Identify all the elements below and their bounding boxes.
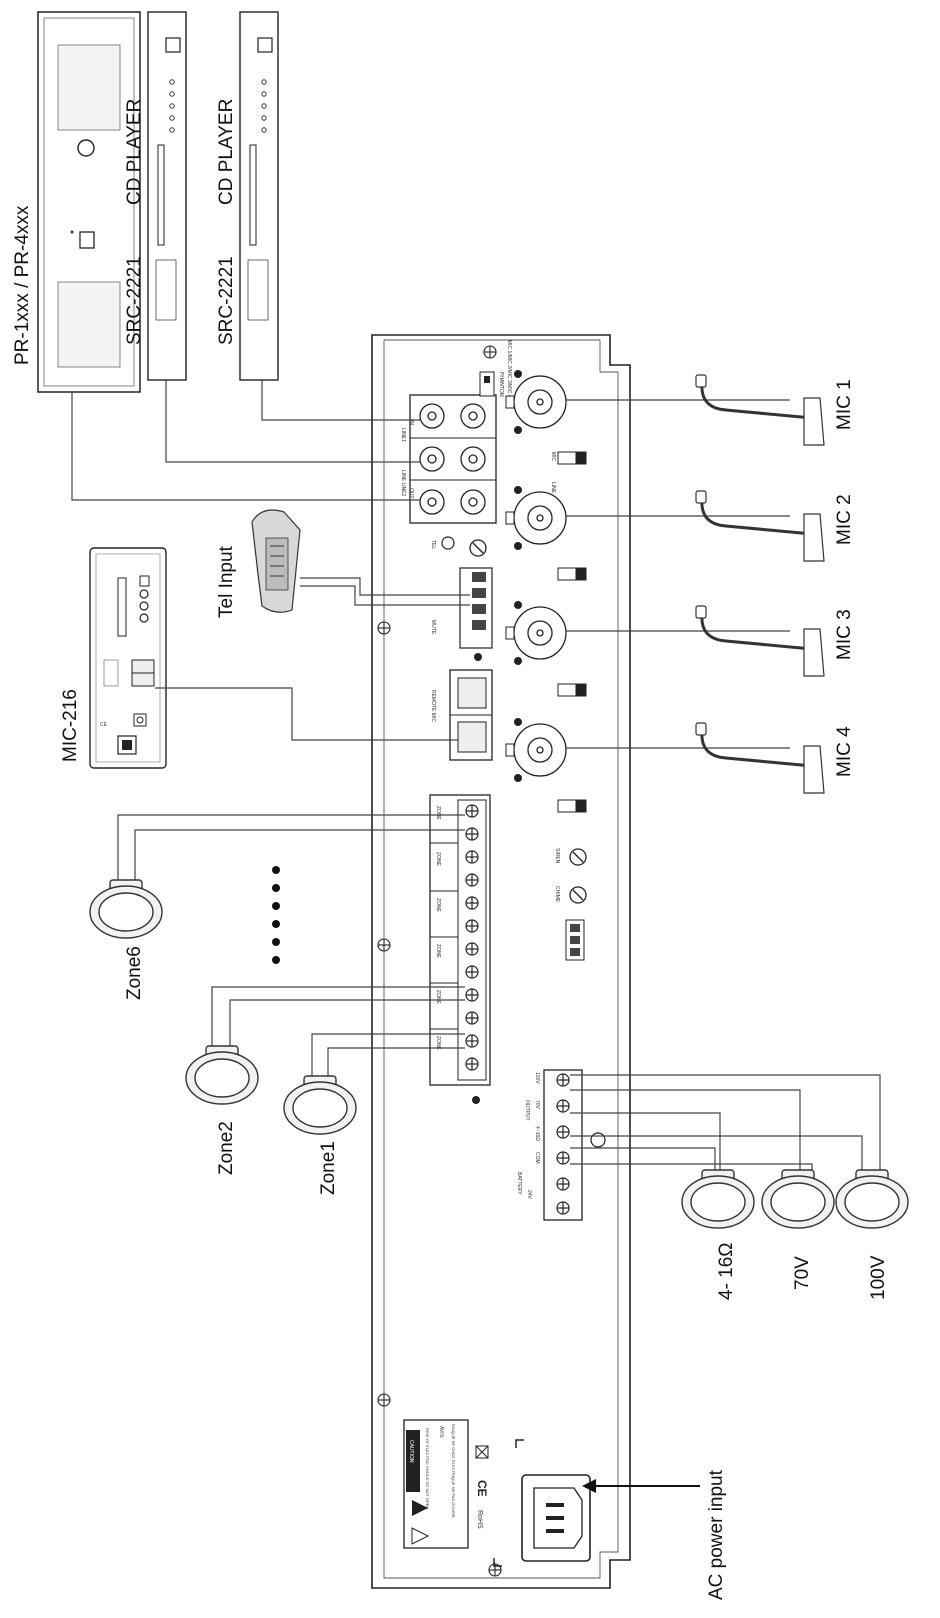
src-2221-unit-1 (147, 11, 187, 381)
zone6-label: Zone6 (124, 946, 145, 1000)
rohs-mark: RoHS (476, 1510, 483, 1529)
line-select-label: LINE (550, 482, 556, 494)
output-100v-terminal-label: 100V (534, 1072, 540, 1084)
zone-label-1: ZONE (435, 1036, 441, 1051)
svg-text:CE: CE (100, 722, 108, 728)
output-70v-terminal-label: 70V (534, 1100, 540, 1110)
avis-sub-label: RISQUE DE CHOC ELECTRIQUE NE PAS OUVRIR (451, 1424, 456, 1518)
mixer-amplifier-rear-panel: LINE1 IN LINE LINE2 OUT PHANTOM MIC 1/MI… (371, 334, 631, 1589)
zone-label-5: ZONE (435, 852, 441, 867)
mic-jacks-label: MIC 1/MIC 2/MIC 3/MIC 4 (506, 340, 512, 398)
zone-label-2: ZONE (435, 990, 441, 1005)
zone1-speaker-icon (283, 1075, 357, 1135)
output-4-16-speaker-icon (681, 1169, 755, 1229)
src-2221-unit-2 (239, 11, 279, 381)
gooseneck-mics (695, 374, 825, 794)
zone-label-3: ZONE (435, 944, 441, 959)
phantom-label: PHANTOM (498, 372, 504, 397)
zone-label-6: ZONE (435, 806, 441, 821)
cd-player-2-label: CD PLAYER (216, 99, 237, 205)
output-70v-label: 70V (792, 1256, 813, 1290)
output-100v-label: 100V (868, 1255, 889, 1300)
pr-amplifier (37, 11, 141, 393)
chime-label: CHIME (554, 886, 560, 903)
mic1-label: MIC 1 (834, 379, 855, 430)
cd-player-1-label: CD PLAYER (124, 99, 145, 205)
mic3-label: MIC 3 (834, 609, 855, 660)
caution-label: CAUTION (408, 1440, 414, 1463)
output-ohm-terminal-label: 4~16Ω (534, 1126, 540, 1141)
src1-label: SRC-2221 (124, 256, 145, 345)
ce-mark: CE (475, 1480, 489, 1497)
zone1-label: Zone1 (318, 1141, 339, 1195)
caution-sub-label: RISK OF ELECTRIC SHOCK DO NOT OPEN (425, 1428, 430, 1509)
line1-label: LINE1 (400, 428, 406, 442)
tel-input-label: Tel Input (216, 545, 237, 618)
more-zones-dots (272, 866, 280, 964)
mic-select-label: MIC (550, 452, 556, 462)
mic-1-icon (695, 374, 825, 446)
siren-label: SIREN (554, 848, 560, 864)
zone-label-4: ZONE (435, 898, 441, 913)
avis-label: AVIS: (438, 1426, 444, 1438)
output-4-16-label: 4- 16Ω (716, 1242, 737, 1300)
mic-3-icon (695, 605, 825, 677)
mute-label: MUTE (430, 620, 436, 635)
telephone (251, 509, 301, 613)
battery-24v-label: 24V (526, 1190, 532, 1200)
wiring (71, 380, 881, 1178)
zone2-label: Zone2 (216, 1121, 237, 1175)
ac-power-arrow (582, 1479, 700, 1493)
line-out-label: OUT (408, 488, 414, 499)
mic216-label: MIC-216 (60, 689, 81, 762)
mic2-label: MIC 2 (834, 494, 855, 545)
mic-216-console: CE (89, 547, 167, 769)
output-label: OUTPUT (524, 1100, 530, 1121)
zone2-speaker-icon (185, 1045, 259, 1105)
src2-label: SRC-2221 (216, 256, 237, 345)
pr-label: PR-1xxx / PR-4xxx (12, 205, 33, 365)
battery-label: BATTERY (516, 1172, 522, 1195)
mic4-label: MIC 4 (834, 726, 855, 777)
mic-2-icon (695, 490, 825, 562)
ceiling-speakers (89, 879, 909, 1229)
output-com-terminal-label: COM (534, 1152, 540, 1164)
line2-label: LINE LINE2 (400, 470, 406, 497)
output-70v-speaker-icon (761, 1169, 835, 1229)
ac-power-label: AC power input (706, 1469, 727, 1600)
mic-4-icon (695, 722, 825, 794)
line1-in-label: IN (408, 420, 414, 425)
remote-mic-label: REMOTE MIC (430, 690, 436, 722)
output-100v-speaker-icon (835, 1169, 909, 1229)
tel-knob-label: TEL (430, 540, 436, 549)
zone6-speaker-icon (89, 879, 163, 939)
